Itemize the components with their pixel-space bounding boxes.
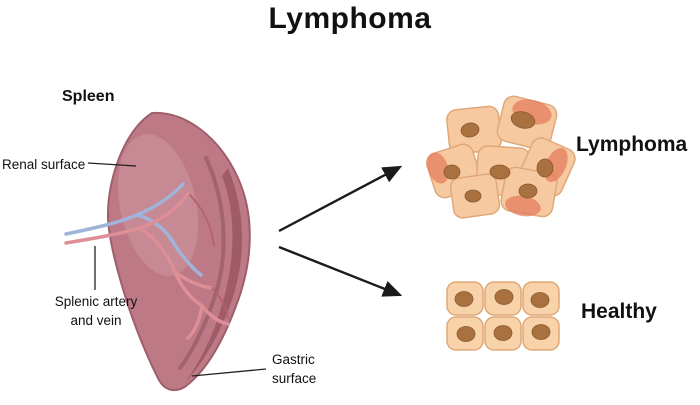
gastric-surface-label-line1: Gastric [272,352,315,367]
arrows [278,165,403,297]
splenic-vein-blue [64,182,203,277]
inner-vessels [189,194,229,319]
label-lines [87,162,267,377]
spleen-label: Spleen [62,88,115,105]
gastric-surface-label-line2: surface [272,371,317,386]
splenic-artery-label-line1: Splenic artery [54,294,138,309]
splenic-artery-label: Splenic artery and vein [30,292,162,330]
arrow-to-healthy [278,245,403,297]
splenic-artery-pink [64,192,230,340]
spleen-illustration [64,111,251,392]
lymphoma-cell-nuclei [443,111,554,203]
lymphoma-cells-label: Lymphoma [576,133,688,156]
gastric-surface-line [191,368,267,377]
renal-surface-label: Renal surface [2,157,86,172]
healthy-cell-nuclei [454,289,551,342]
page-title: Lymphoma [268,2,432,35]
arrow-to-lymphoma [278,165,403,233]
spleen-ridge [184,168,243,384]
splenic-artery-label-line2: and vein [70,313,122,328]
gastric-surface-label: Gastric surface [272,350,342,388]
renal-surface-line [87,162,137,167]
healthy-cells-label: Healthy [581,300,657,323]
